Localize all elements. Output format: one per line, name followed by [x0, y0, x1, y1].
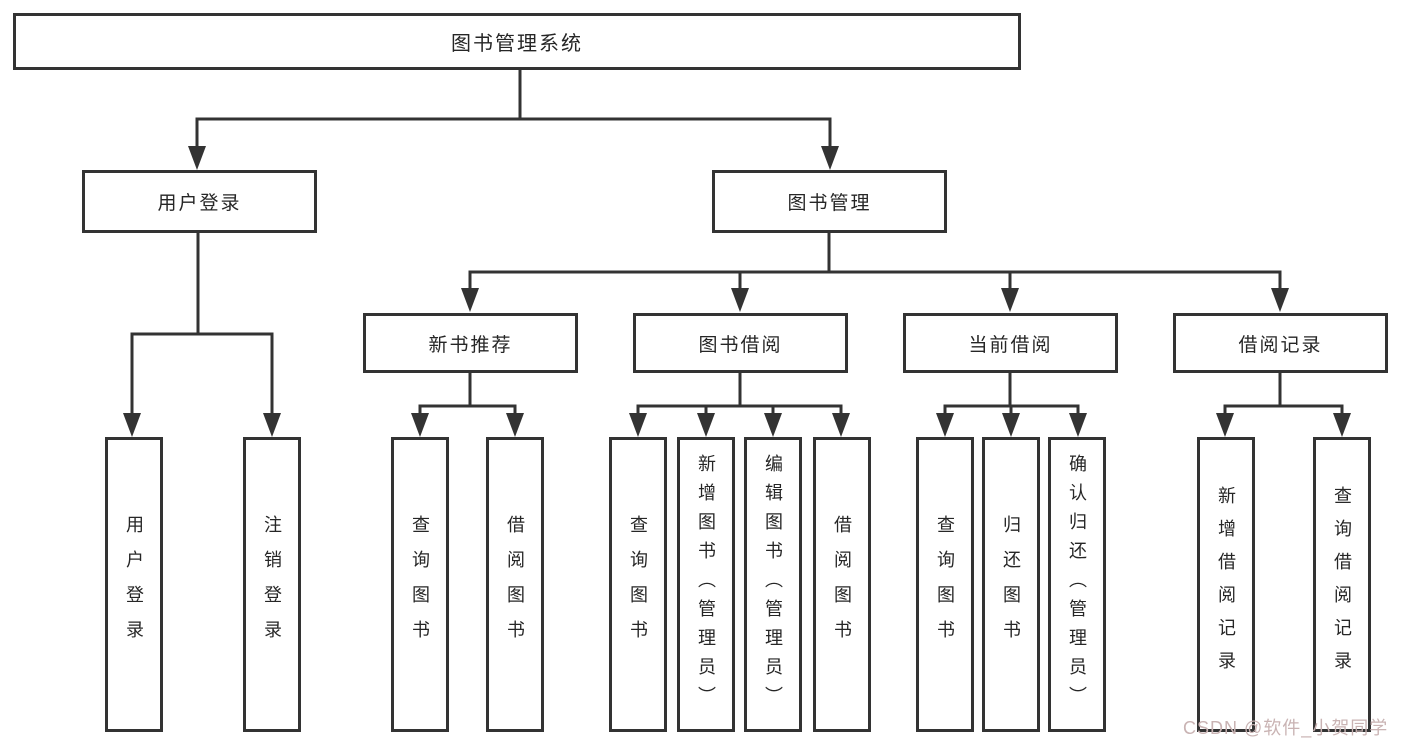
edge-segments [130, 69, 1344, 415]
leaf-return-books: 归还图书 [982, 437, 1040, 732]
leaf-query-books-borrowing: 查询图书 [609, 437, 667, 732]
leaf-label: 查询借阅记录 [1332, 485, 1352, 684]
arrowhead [936, 413, 954, 437]
arrowheads [123, 146, 1351, 437]
leaf-label: 用户登录 [124, 514, 144, 655]
arrowhead [1069, 413, 1087, 437]
arrowhead [1333, 413, 1351, 437]
leaf-label: 归还图书 [1001, 514, 1021, 655]
leaf-label: 注销登录 [262, 514, 282, 655]
leaf-borrow-books: 借阅图书 [813, 437, 871, 732]
edge-new-book-rec-to-leaves [418, 373, 517, 415]
csdn-watermark: CSDN @软件_小贺同学 [1183, 718, 1389, 738]
arrowhead [1001, 288, 1019, 312]
edge-current-borrow-to-leaves [943, 373, 1080, 415]
arrowhead [629, 413, 647, 437]
node-label: 用户登录 [157, 193, 242, 214]
node-label: 当前借阅 [968, 334, 1053, 356]
edge-borrow-record-to-leaves [1223, 373, 1344, 415]
leaf-label: 查询图书 [628, 514, 648, 655]
arrowhead [1216, 413, 1234, 437]
arrowhead [697, 413, 715, 437]
node-library-management-system: 图书管理系统 [13, 13, 1021, 70]
arrowhead [263, 413, 281, 437]
leaf-label: 查询图书 [935, 514, 955, 655]
arrowhead [731, 288, 749, 312]
edge-book-borrow-to-leaves [636, 373, 843, 415]
leaf-label: 查询图书 [410, 514, 430, 655]
leaf-edit-books-admin: 编辑图书（管理员） [744, 437, 802, 732]
arrowhead [1271, 288, 1289, 312]
leaf-label: 编辑图书（管理员） [763, 454, 783, 715]
arrowhead [1002, 413, 1020, 437]
node-label: 新书推荐 [428, 334, 513, 356]
arrowhead [821, 146, 839, 170]
leaf-borrow-books-recommend: 借阅图书 [486, 437, 544, 732]
arrowhead [188, 146, 206, 170]
leaf-label: 新增借阅记录 [1216, 485, 1236, 684]
node-borrowing-records: 借阅记录 [1173, 313, 1388, 373]
leaf-label: 借阅图书 [832, 514, 852, 655]
leaf-logout: 注销登录 [243, 437, 301, 732]
leaf-query-borrow-record: 查询借阅记录 [1313, 437, 1371, 732]
node-label: 图书管理 [787, 193, 872, 214]
arrowhead [506, 413, 524, 437]
leaf-confirm-return-admin: 确认归还（管理员） [1048, 437, 1106, 732]
leaf-add-books-admin: 新增图书（管理员） [677, 437, 735, 732]
leaf-label: 确认归还（管理员） [1067, 454, 1087, 715]
leaf-label: 借阅图书 [505, 514, 525, 655]
leaf-query-books-recommend: 查询图书 [391, 437, 449, 732]
edge-user-login-to-leaves [130, 233, 274, 415]
arrowhead [123, 413, 141, 437]
node-label: 借阅记录 [1238, 334, 1323, 356]
node-label: 图书借阅 [698, 334, 783, 356]
arrowhead [411, 413, 429, 437]
leaf-query-books-current: 查询图书 [916, 437, 974, 732]
node-label: 图书管理系统 [451, 33, 583, 55]
node-new-book-recommend: 新书推荐 [363, 313, 578, 373]
node-current-borrowing: 当前借阅 [903, 313, 1118, 373]
edge-book-mgmt-to-level3 [468, 233, 1282, 290]
leaf-label: 新增图书（管理员） [696, 454, 716, 715]
node-book-management: 图书管理 [712, 170, 947, 233]
arrowhead [461, 288, 479, 312]
edge-root-to-level2 [195, 69, 832, 148]
arrowhead [764, 413, 782, 437]
leaf-add-borrow-record: 新增借阅记录 [1197, 437, 1255, 732]
node-user-login: 用户登录 [82, 170, 317, 233]
arrowhead [832, 413, 850, 437]
leaf-user-login: 用户登录 [105, 437, 163, 732]
node-book-borrowing: 图书借阅 [633, 313, 848, 373]
